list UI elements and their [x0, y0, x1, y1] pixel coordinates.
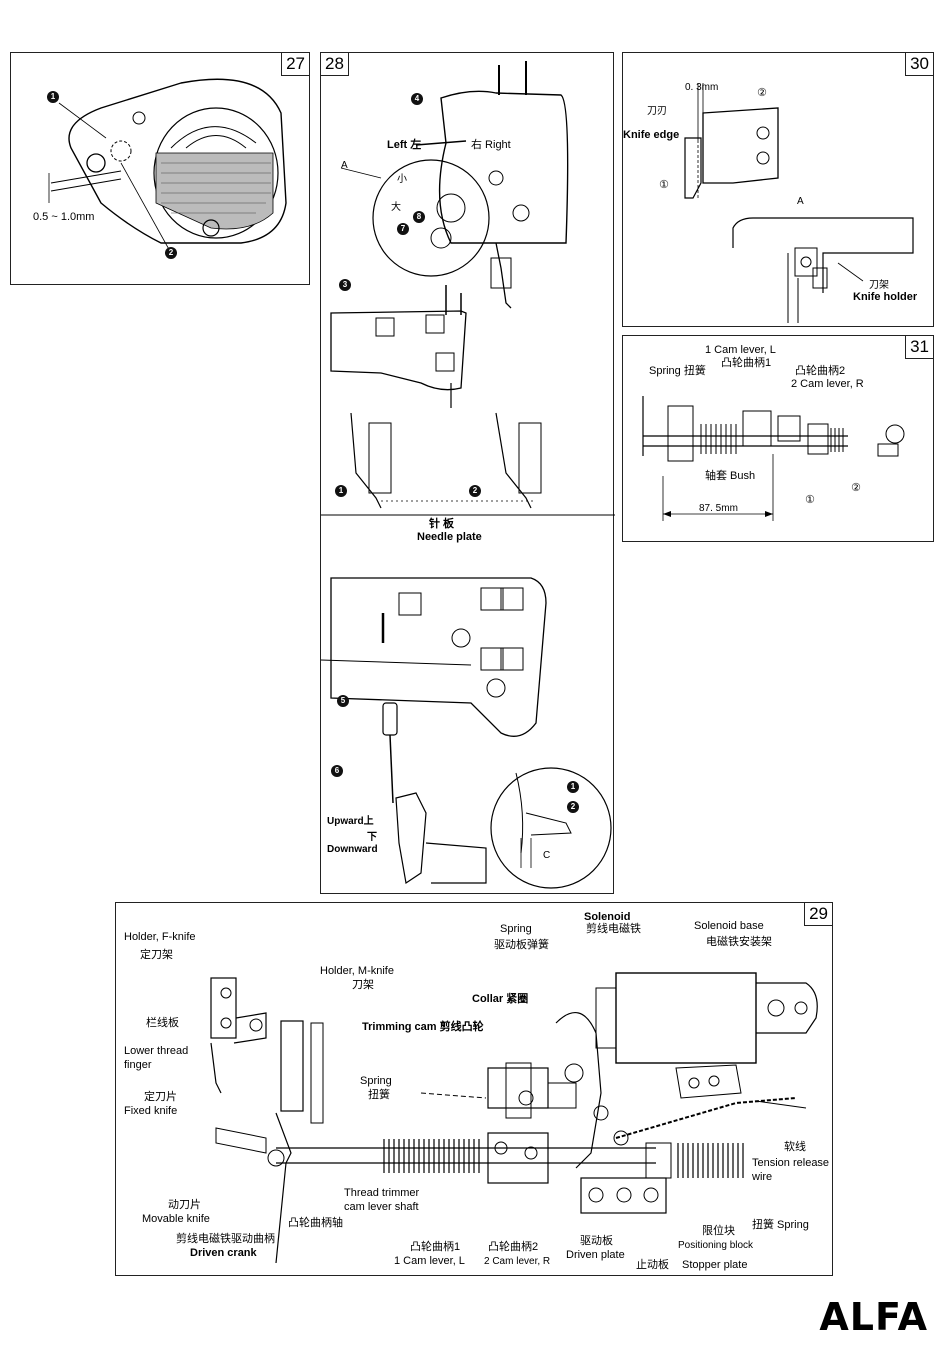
dimension: 0. 3mm [685, 82, 719, 93]
stopper-plate: Stopper plate [682, 1259, 748, 1271]
movable-knife-cn: 动刀片 [168, 1199, 201, 1211]
callout-5: 5 [337, 695, 349, 707]
callout-1-detail: 1 [567, 781, 579, 793]
stopper-plate-cn: 止动板 [636, 1259, 669, 1271]
callout-2: 2 [165, 247, 177, 259]
soft-wire-cn: 软线 [784, 1141, 806, 1153]
label-a: A [341, 160, 348, 171]
panel-number: 27 [281, 53, 309, 76]
gap-measurement: 0.5 ~ 1.0mm [33, 211, 95, 223]
panel-31: 1 Cam lever, L 凸轮曲柄1 Spring 扭簧 凸轮曲柄2 2 C… [622, 335, 934, 542]
callout-2: 2 [469, 485, 481, 497]
label-a: A [797, 196, 804, 207]
holder-f-knife: Holder, F-knife [124, 931, 196, 943]
callout-6: 6 [331, 765, 343, 777]
holder-m-knife: Holder, M-knife [320, 965, 394, 977]
circle-1: ① [805, 494, 815, 506]
label-c: C [543, 850, 551, 861]
circle-1: ① [659, 179, 669, 191]
needle-plate-cn: 针 板 [429, 518, 455, 530]
callout-3: 3 [339, 279, 351, 291]
positioning-block: Positioning block [678, 1240, 754, 1251]
cam-lever-r-cn: 凸轮曲柄2 [795, 365, 846, 377]
callout-8: 8 [413, 211, 425, 223]
panel-30-drawing [684, 83, 914, 323]
cam-l-cn: 凸轮曲柄1 [410, 1241, 461, 1253]
solenoid-base-cn: 电磁铁安装架 [706, 936, 772, 948]
panel-number: 28 [321, 53, 349, 76]
panel-28-drawing [321, 61, 615, 889]
cam-lever-l-cn: 凸轮曲柄1 [721, 357, 772, 369]
panel-28: Left 左 右 Right A 小 大 4 8 7 3 1 2 针 板 Nee… [320, 52, 615, 894]
trimming-cam: Trimming cam 剪线凸轮 [362, 1021, 484, 1033]
alfa-logo: ALFA [819, 1295, 928, 1339]
panel-30: 0. 3mm 刀刃 Knife edge ② ① A 刀架 Knife hold… [622, 52, 934, 327]
spring-label: Spring 扭簧 [649, 365, 706, 377]
lower-thread-finger-2: finger [124, 1059, 152, 1071]
downward-label: Downward [327, 844, 378, 855]
cam-lever-l: 1 Cam lever, L [705, 344, 776, 356]
panel-number: 31 [905, 336, 933, 359]
holder-f-knife-cn: 定刀架 [140, 949, 173, 961]
driven-crank: Driven crank [190, 1247, 257, 1259]
shaft-label-1: Thread trimmer [344, 1187, 420, 1199]
knife-edge: Knife edge [623, 129, 680, 141]
knife-holder: Knife holder [853, 291, 918, 303]
lower-thread-finger: Lower thread [124, 1045, 189, 1057]
label-small: 小 [397, 174, 407, 185]
callout-1: 1 [47, 91, 59, 103]
panel-27-drawing [48, 78, 287, 254]
spring-left: Spring [360, 1075, 392, 1087]
positioning-block-cn: 限位块 [702, 1225, 735, 1237]
spring-left-cn: 扭簧 [368, 1089, 390, 1101]
callout-1: 1 [335, 485, 347, 497]
upward-label: Upward上 [327, 816, 374, 827]
movable-knife: Movable knife [142, 1213, 210, 1225]
solenoid-base: Solenoid base [694, 920, 764, 932]
cam-r: 2 Cam lever, R [484, 1256, 551, 1267]
dimension: 87. 5mm [699, 503, 738, 514]
knife-holder-cn: 刀架 [869, 280, 889, 291]
circle-2: ② [757, 87, 767, 99]
cam-l: 1 Cam lever, L [394, 1255, 465, 1267]
collar-label: Collar 紧圈 [472, 993, 529, 1005]
cam-r-cn: 凸轮曲柄2 [488, 1241, 539, 1253]
holder-m-knife-cn: 刀架 [352, 979, 374, 991]
panel-27: 1 2 0.5 ~ 1.0mm 27 [10, 52, 310, 285]
driven-plate-cn: 驱动板 [580, 1235, 613, 1247]
panel-31-drawing [642, 396, 905, 521]
cam-lever-r: 2 Cam lever, R [791, 378, 864, 390]
left-direction: Left 左 [387, 139, 422, 151]
tension-release-wire: wire [752, 1171, 773, 1183]
needle-plate: Needle plate [417, 531, 482, 543]
callout-2-detail: 2 [567, 801, 579, 813]
solenoid-label: Solenoid [584, 911, 631, 923]
circle-2: ② [851, 482, 861, 494]
driven-plate: Driven plate [566, 1249, 625, 1261]
lower-thread-finger-cn: 栏线板 [146, 1017, 179, 1029]
right-direction: 右 Right [471, 139, 511, 151]
fixed-knife-cn: 定刀片 [144, 1091, 177, 1103]
solenoid-cn: 剪线电磁铁 [586, 923, 641, 935]
shaft-label-2: cam lever shaft [344, 1201, 419, 1213]
callout-4: 4 [411, 93, 423, 105]
spring-right: 扭簧 Spring [752, 1219, 809, 1231]
knife-edge-cn: 刀刃 [647, 106, 667, 117]
callout-7: 7 [397, 223, 409, 235]
downward-label-cn: 下 [367, 832, 377, 843]
bush-label: 轴套 Bush [705, 470, 756, 482]
driven-crank-cn: 剪线电磁铁驱动曲柄 [176, 1233, 275, 1245]
fixed-knife: Fixed knife [124, 1105, 178, 1117]
spring-top: Spring [500, 923, 532, 935]
panel-29: Holder, F-knife 定刀架 Holder, M-knife 刀架 栏… [115, 902, 833, 1276]
panel-number: 30 [905, 53, 933, 76]
label-large: 大 [391, 202, 401, 213]
spring-top-cn: 驱动板弹簧 [494, 939, 549, 951]
shaft-cn: 凸轮曲柄轴 [288, 1217, 343, 1229]
panel-number: 29 [804, 903, 832, 926]
panel-29-drawing [210, 972, 818, 1264]
tension-release: Tension release [752, 1157, 830, 1169]
